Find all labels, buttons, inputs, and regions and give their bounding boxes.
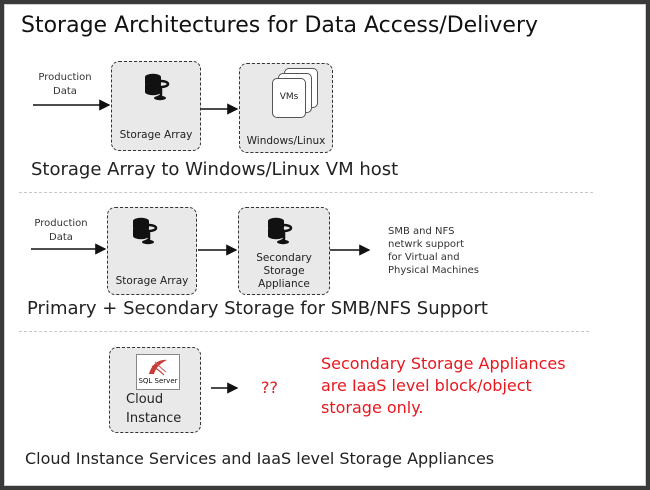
cloud-instance-label: Cloud Instance [126, 392, 182, 426]
slide: Storage Architectures for Data Access/De… [4, 4, 646, 486]
vms-label: VMs [279, 92, 299, 102]
database-icon [268, 217, 293, 245]
storage-array-label-1: Storage Array [119, 129, 193, 141]
caption-section-1: Storage Array to Windows/Linux VM host [31, 159, 399, 180]
smb-nfs-support-note: SMB and NFS netwrk support for Virtual a… [388, 226, 479, 276]
vm-card-front [272, 78, 306, 118]
storage-array-box-2: Storage Array [107, 207, 197, 295]
divider-1 [19, 192, 593, 193]
windows-linux-label: Windows/Linux [246, 135, 326, 147]
database-icon [133, 217, 158, 245]
secondary-storage-appliance-box: Secondary Storage Appliance [238, 207, 330, 295]
arrows-layer [31, 99, 371, 394]
windows-linux-host-box: VMs Windows/Linux [239, 63, 333, 153]
caption-section-3: Cloud Instance Services and IaaS level S… [25, 449, 495, 468]
cloud-instance-box: SQL Server Cloud Instance [109, 347, 201, 433]
caption-section-2: Primary + Secondary Storage for SMB/NFS … [27, 298, 488, 319]
secondary-storage-appliance-label: Secondary Storage Appliance [256, 252, 312, 290]
storage-array-box-1: Storage Array [111, 61, 201, 151]
unknown-question-marks: ?? [261, 378, 278, 397]
sql-server-icon [149, 359, 167, 376]
iaas-storage-note: Secondary Storage Appliances are IaaS le… [321, 354, 566, 417]
sql-server-logo: SQL Server [136, 354, 180, 390]
slide-title: Storage Architectures for Data Access/De… [21, 13, 539, 38]
database-icon [145, 73, 170, 101]
storage-array-label-2: Storage Array [115, 275, 189, 287]
divider-2 [19, 331, 589, 332]
production-data-label-2: Production Data [34, 218, 88, 243]
production-data-label-1: Production Data [38, 72, 92, 97]
sql-server-text: SQL Server [138, 377, 178, 385]
